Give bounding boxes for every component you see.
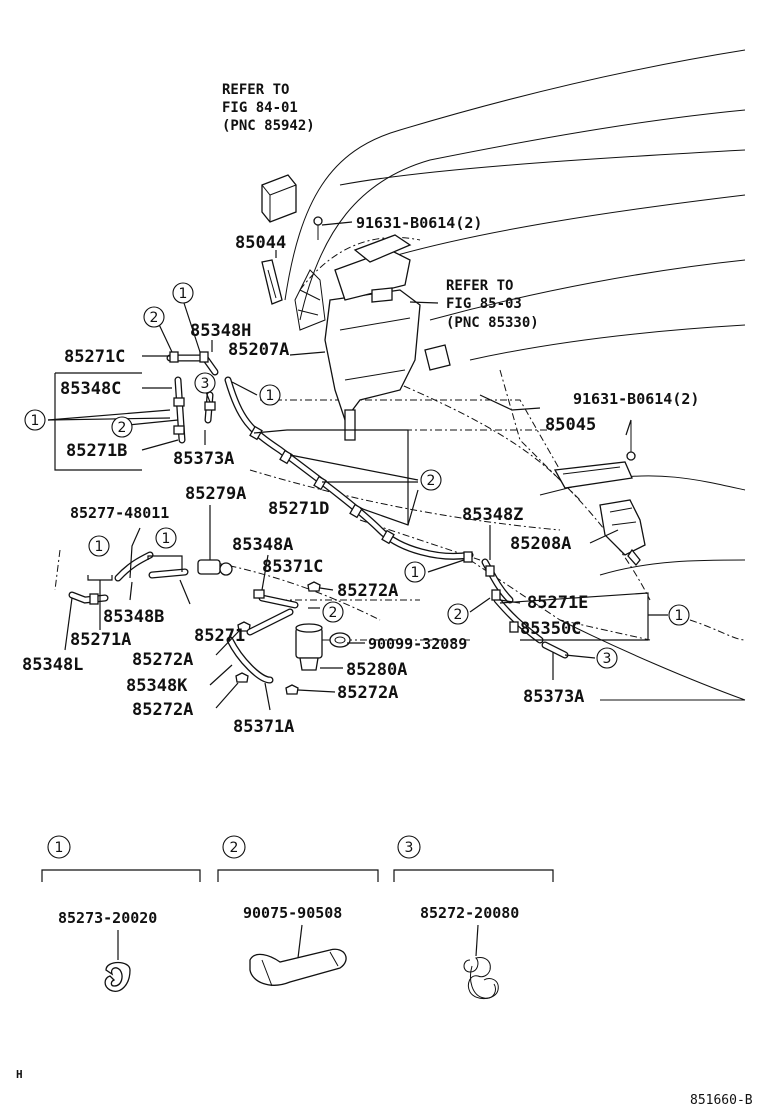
callout-2: 2 [447, 603, 469, 625]
svg-text:2: 2 [454, 607, 463, 623]
pump-85280A [295, 623, 334, 671]
valve-85279A [197, 559, 233, 576]
clip-icon [104, 961, 131, 992]
callout-1: 1 [155, 527, 177, 549]
callout-1: 1 [404, 561, 426, 583]
svg-text:1: 1 [675, 608, 684, 624]
callout-1: 1 [172, 282, 194, 304]
label-85350C: 85350C [520, 619, 581, 639]
svg-text:2: 2 [329, 605, 338, 621]
label-85045: 85045 [545, 415, 596, 435]
label-85207A: 85207A [228, 340, 289, 360]
label-85371C: 85371C [262, 557, 323, 577]
screw-91631-top [313, 216, 323, 240]
label-85271A: 85271A [70, 630, 131, 650]
label-85272A-1: 85272A [337, 581, 398, 601]
figure-id: 851660-B [690, 1093, 753, 1108]
label-85271B: 85271B [66, 441, 127, 461]
footer-left-mark: H [16, 1068, 23, 1081]
part-labels: 91631-B0614(2) 85044 85348H 85207A 85271… [22, 214, 699, 737]
svg-text:1: 1 [162, 531, 171, 547]
callout-2: 2 [322, 601, 344, 623]
label-85348L: 85348L [22, 655, 83, 675]
legend-part-1: 85273-20020 [58, 909, 157, 927]
callout-2: 2 [143, 306, 165, 328]
callout-2: 2 [111, 416, 133, 438]
label-85271C: 85271C [64, 347, 125, 367]
callout-1: 1 [24, 409, 46, 431]
label-85272A-4: 85272A [337, 683, 398, 703]
callout-circles: 1 2 3 1 1 2 2 1 1 1 2 2 1 3 [24, 282, 690, 669]
label-85272A-2: 85272A [132, 650, 193, 670]
svg-text:FIG 84-01: FIG 84-01 [222, 100, 298, 116]
svg-text:3: 3 [603, 651, 612, 667]
refer-note-fig85: REFER TO FIG 85-03 (PNC 85330) [446, 278, 539, 331]
svg-text:2: 2 [230, 840, 239, 856]
svg-text:2: 2 [150, 310, 159, 326]
relay-box-85942 [261, 174, 297, 223]
washer-tank [294, 234, 451, 441]
svg-text:1: 1 [55, 840, 64, 856]
callout-1: 1 [88, 535, 110, 557]
svg-text:2: 2 [118, 420, 127, 436]
svg-text:1: 1 [179, 286, 188, 302]
label-85272A-3: 85272A [132, 700, 193, 720]
label-85348K: 85348K [126, 676, 188, 696]
svg-text:REFER TO: REFER TO [222, 82, 289, 98]
svg-text:3: 3 [405, 840, 414, 856]
svg-text:1: 1 [266, 388, 275, 404]
label-91631-top: 91631-B0614(2) [356, 214, 482, 232]
pump-85208A [599, 499, 646, 567]
legend-item-2: 2 90075-90508 [217, 835, 379, 987]
label-91631-right: 91631-B0614(2) [573, 390, 699, 408]
label-85373A-left: 85373A [173, 449, 234, 469]
svg-text:1: 1 [95, 539, 104, 555]
fittings-85272A [235, 581, 321, 695]
band-clamp-icon [249, 948, 347, 987]
label-85277: 85277-48011 [70, 504, 169, 522]
label-85271D: 85271D [268, 499, 329, 519]
label-85371A: 85371A [233, 717, 294, 737]
svg-text:3: 3 [201, 376, 210, 392]
label-90099: 90099-32089 [368, 635, 467, 653]
cover-85045 [553, 461, 633, 489]
svg-text:FIG 85-03: FIG 85-03 [446, 296, 522, 312]
grommet-90099 [329, 632, 351, 648]
label-85279A: 85279A [185, 484, 246, 504]
hose-clips [89, 351, 519, 633]
label-85044: 85044 [235, 233, 286, 253]
legend: 1 85273-20020 2 90075-90508 3 85272-2008… [41, 835, 554, 999]
screw-91631-right [626, 420, 636, 461]
label-85280A: 85280A [346, 660, 407, 680]
label-85208A: 85208A [510, 534, 571, 554]
callout-3: 3 [596, 647, 618, 669]
label-85348H: 85348H [190, 321, 251, 341]
label-85271: 85271 [194, 626, 245, 646]
label-85348B: 85348B [103, 607, 164, 627]
svg-text:1: 1 [411, 565, 420, 581]
label-85348A: 85348A [232, 535, 293, 555]
bracket-85044 [261, 259, 283, 305]
svg-text:(PNC 85942): (PNC 85942) [222, 118, 315, 134]
label-85271E: 85271E [527, 593, 588, 613]
svg-text:1: 1 [31, 413, 40, 429]
svg-text:REFER TO: REFER TO [446, 278, 513, 294]
callout-3: 3 [194, 372, 216, 394]
label-85348Z: 85348Z [462, 505, 523, 525]
legend-part-3: 85272-20080 [420, 904, 519, 922]
wire-clip-icon [463, 957, 499, 999]
label-85348C: 85348C [60, 379, 121, 399]
legend-item-1: 1 85273-20020 [41, 835, 201, 992]
callout-1: 1 [668, 604, 690, 626]
refer-note-fig84: REFER TO FIG 84-01 (PNC 85942) [222, 82, 315, 134]
callout-2: 2 [420, 469, 442, 491]
leader-lines [47, 221, 668, 711]
legend-part-2: 90075-90508 [243, 904, 342, 922]
legend-item-3: 3 85272-20080 [393, 835, 554, 999]
label-85373A-right: 85373A [523, 687, 584, 707]
svg-text:2: 2 [427, 473, 436, 489]
svg-text:(PNC 85330): (PNC 85330) [446, 315, 539, 331]
callout-1: 1 [259, 384, 281, 406]
